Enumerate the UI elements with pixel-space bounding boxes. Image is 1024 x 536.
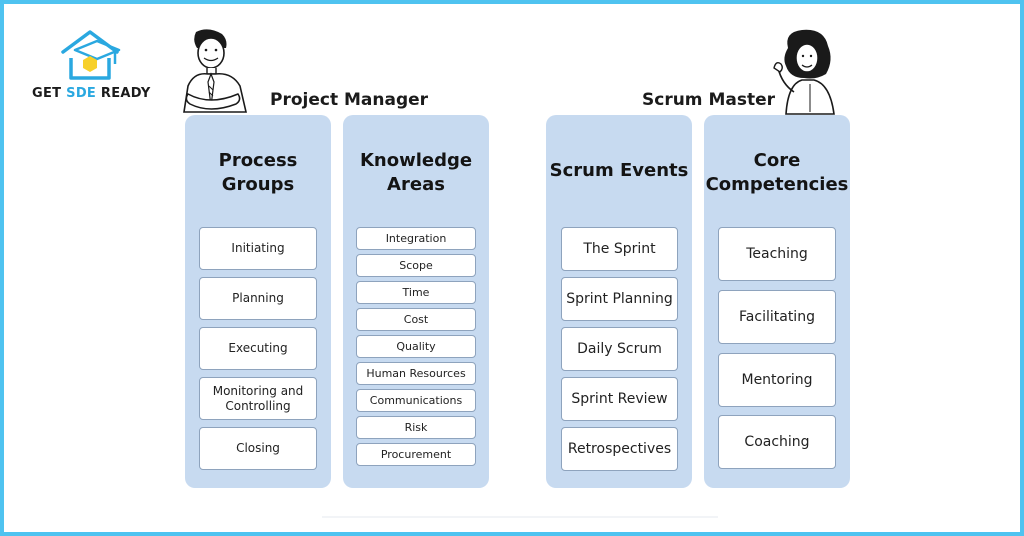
knowledge-area-item: Integration	[356, 227, 476, 250]
knowledge-area-item: Communications	[356, 389, 476, 412]
process-group-item: Monitoring and Controlling	[199, 377, 317, 420]
divider	[322, 516, 718, 518]
scrum-event-item: Sprint Planning	[561, 277, 678, 321]
process-group-item: Initiating	[199, 227, 317, 270]
knowledge-area-item: Time	[356, 281, 476, 304]
process-group-item: Closing	[199, 427, 317, 470]
project-manager-title: Project Manager	[270, 90, 429, 110]
scrum-master-title: Scrum Master	[642, 90, 775, 110]
knowledge-areas-heading-line1: Knowledge	[359, 150, 473, 171]
scrum-event-item: Retrospectives	[561, 427, 678, 471]
scrum-event-item: Sprint Review	[561, 377, 678, 421]
process-group-item: Planning	[199, 277, 317, 320]
process-groups-heading: Process Groups	[185, 149, 331, 197]
scrum-event-item: The Sprint	[561, 227, 678, 271]
core-competency-item: Facilitating	[718, 290, 836, 344]
knowledge-area-item: Risk	[356, 416, 476, 439]
knowledge-areas-heading: Knowledge Areas	[343, 149, 489, 197]
brand-logo: GET SDE READY	[30, 26, 155, 106]
process-groups-heading-line2: Groups	[221, 174, 295, 195]
knowledge-area-item: Human Resources	[356, 362, 476, 385]
core-competency-item: Coaching	[718, 415, 836, 469]
scrum-events-column: Scrum Events The Sprint Sprint Planning …	[546, 115, 692, 488]
pm-person-illustration	[183, 29, 248, 113]
process-groups-column: Process Groups Initiating Planning Execu…	[185, 115, 331, 488]
scrum-event-item: Daily Scrum	[561, 327, 678, 371]
scrum-events-heading: Scrum Events	[549, 160, 689, 181]
brand-highlight: SDE	[66, 86, 97, 101]
core-competency-item: Teaching	[718, 227, 836, 281]
knowledge-area-item: Cost	[356, 308, 476, 331]
sm-person-illustration	[773, 29, 835, 115]
core-competencies-heading: Core Competencies	[704, 149, 850, 197]
brand-prefix: GET	[32, 86, 67, 101]
knowledge-area-item: Quality	[356, 335, 476, 358]
brand-wordmark: GET SDE READY	[32, 86, 157, 101]
process-groups-heading-line1: Process	[218, 150, 298, 171]
process-group-item: Executing	[199, 327, 317, 370]
core-competencies-column: Core Competencies Teaching Facilitating …	[704, 115, 850, 488]
core-competencies-heading-line1: Core	[753, 150, 801, 171]
house-graduation-cap-hexagon-icon	[61, 30, 121, 80]
core-competencies-heading-line2: Competencies	[705, 174, 849, 195]
knowledge-area-item: Scope	[356, 254, 476, 277]
knowledge-area-item: Procurement	[356, 443, 476, 466]
knowledge-areas-heading-line2: Areas	[387, 174, 445, 195]
brand-suffix: READY	[96, 86, 151, 101]
core-competency-item: Mentoring	[718, 353, 836, 407]
knowledge-areas-column: Knowledge Areas Integration Scope Time C…	[343, 115, 489, 488]
